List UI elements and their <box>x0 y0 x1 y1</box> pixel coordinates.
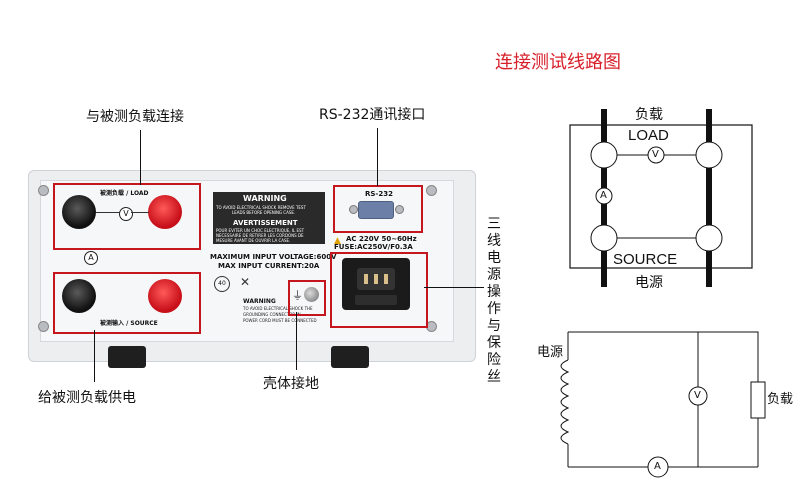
power-pin <box>384 274 388 284</box>
bottom-voltmeter-symbol: V <box>694 390 701 401</box>
warning-triangle-icon: ▲ <box>334 236 341 246</box>
power-inlet-highlight <box>330 252 428 328</box>
power-pin <box>374 274 378 284</box>
screw-icon <box>38 321 49 332</box>
warning-text-line: LEADS BEFORE OPENING CASE. <box>232 210 296 215</box>
ground-screw-icon[interactable] <box>304 287 319 302</box>
source-black-terminal[interactable] <box>62 279 96 313</box>
panel-ammeter-symbol: A <box>88 253 94 262</box>
top-load-en-label: LOAD <box>628 127 669 144</box>
cert-40-icon: 40 <box>214 276 230 292</box>
fuse-drawer[interactable] <box>355 295 397 305</box>
avertissement-title: AVERTISSEMENT <box>233 219 298 227</box>
screw-icon <box>426 185 437 196</box>
ac-rating-text: AC 220V 50~60Hz <box>346 235 417 243</box>
power-pin <box>364 274 368 284</box>
max-voltage-text: MAXIMUM INPUT VOLTAGE:600V <box>210 253 337 261</box>
wiring-diagram-title: 连接测试线路图 <box>495 52 621 73</box>
warning-plate <box>213 192 325 244</box>
bottom-wiring-diagram <box>560 331 766 478</box>
warning-text-line: TO AVOID ELECTRICAL SHOCK REMOVE TEST <box>216 205 306 210</box>
panel-ammeter-icon: A <box>84 251 98 265</box>
ground-warning-line: POWER CORD MUST BE CONNECTED <box>243 318 317 323</box>
top-voltmeter-symbol: V <box>652 149 659 160</box>
fuse-rating-text: FUSE:AC250V/F0.3A <box>334 243 413 251</box>
warning-title: WARNING <box>243 194 287 203</box>
callout-line <box>296 312 297 370</box>
max-current-text: MAX INPUT CURRENT:20A <box>218 262 320 270</box>
rs232-port-highlight <box>333 185 423 233</box>
top-source-en-label: SOURCE <box>613 251 678 268</box>
callout-case-ground: 壳体接地 <box>263 376 319 392</box>
panel-voltmeter-symbol: V <box>123 209 129 218</box>
callout-line <box>140 130 141 185</box>
panel-wire-line <box>96 212 120 213</box>
top-load-cn-label: 负载 <box>635 107 663 123</box>
top-source-cn-label: 电源 <box>635 275 663 291</box>
avertissement-text-line: MESURE AVANT DE OUVRIR LA CASE. <box>216 238 291 243</box>
load-black-terminal[interactable] <box>62 195 96 229</box>
top-wiring-diagram <box>569 109 753 287</box>
panel-wire-line <box>131 212 149 213</box>
device-foot <box>331 346 369 368</box>
source-terminals-highlight <box>53 272 201 334</box>
callout-line <box>94 330 95 382</box>
top-ammeter-symbol: A <box>600 190 607 201</box>
callout-power-fuse: 三线电源操作与保险丝 <box>487 216 501 385</box>
screw-icon <box>349 205 358 214</box>
ground-symbol-icon: ⏚ <box>292 289 303 302</box>
device-foot <box>108 346 146 368</box>
ground-terminal-highlight <box>288 280 326 316</box>
bottom-load-label: 负载 <box>767 392 794 407</box>
callout-line <box>424 287 484 288</box>
avertissement-text-line: NECESSAIRE DE RETIRER LES CORDONS DE <box>216 233 304 238</box>
panel-voltmeter-icon: V <box>119 207 133 221</box>
rs232-label: RS-232 <box>365 190 393 198</box>
ground-warning-line: TO AVOID ELECTRICAL SHOCK THE <box>243 306 313 311</box>
callout-line <box>377 128 378 186</box>
screw-icon <box>38 185 49 196</box>
screw-icon <box>395 205 404 214</box>
callout-rs232: RS-232通讯接口 <box>319 107 426 123</box>
rs232-db9-connector[interactable] <box>358 201 394 219</box>
load-terminals-highlight <box>53 183 201 250</box>
load-red-terminal[interactable] <box>148 195 182 229</box>
source-red-terminal[interactable] <box>148 279 182 313</box>
bottom-ammeter-symbol: A <box>654 461 661 472</box>
ground-warning-title: WARNING <box>243 298 276 305</box>
load-terminals-label: 被测负载 / LOAD <box>100 190 149 197</box>
weee-bin-icon: ✕ <box>240 275 251 289</box>
ground-warning-line: GROUNDING CONNECTOR IN <box>243 312 301 317</box>
bottom-source-label: 电源 <box>537 345 564 360</box>
callout-load-connect: 与被测负载连接 <box>86 109 184 125</box>
avertissement-text-line: POUR EVITER UN CHOC ELECTRIQUE, IL EST <box>216 228 305 233</box>
source-terminals-label: 被测输入 / SOURCE <box>100 320 158 327</box>
callout-power-supply: 给被测负载供电 <box>38 390 136 406</box>
